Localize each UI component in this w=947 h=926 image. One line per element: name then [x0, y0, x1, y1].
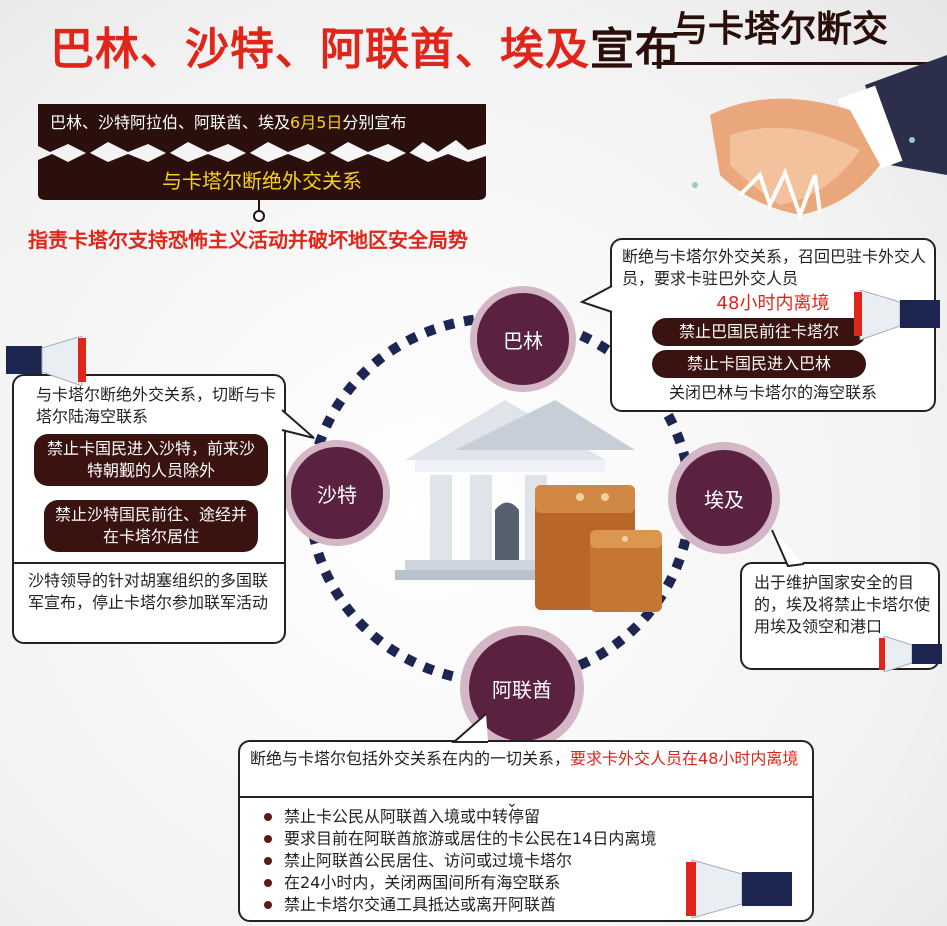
bahrain-pill-1: 禁止巴国民前往卡塔尔 [652, 318, 866, 346]
megaphone-icon [854, 290, 940, 340]
chevron-down-icon: ⌄ [506, 795, 518, 811]
country-bahrain-label: 巴林 [477, 293, 569, 385]
saudi-pill-1: 禁止卡国民进入沙特，前来沙特朝觐的人员除外 [34, 434, 268, 486]
bahrain-pill-2: 禁止卡国民进入巴林 [652, 350, 866, 378]
banner-line2: 与卡塔尔断绝外交关系 [162, 169, 362, 193]
uae-bubble-tail [451, 713, 488, 743]
list-item: 要求目前在阿联酋旅游或居住的卡公民在14日内离境 [260, 828, 800, 850]
saudi-pill-2: 禁止沙特国民前往、途经并在卡塔尔居住 [44, 500, 258, 552]
page-title: 巴林、沙特、阿联酋、埃及宣布 [50, 20, 680, 80]
title-announce: 宣布 [590, 24, 680, 75]
egypt-bubble-tail [771, 529, 805, 568]
country-bahrain: 巴林 [470, 286, 576, 392]
saudi-bubble-tail [281, 409, 315, 439]
bahrain-main-text: 断绝与卡塔尔外交关系，召回巴驻卡外交人员，要求卡驻巴外交人员 [622, 247, 927, 288]
egypt-text: 出于维护国家安全的目的，埃及将禁止卡塔尔使用埃及领空和港口 [754, 573, 931, 636]
government-building-icon [395, 400, 635, 580]
country-saudi-label: 沙特 [291, 447, 383, 539]
list-item: 在24小时内，关闭两国间所有海空联系 [260, 872, 800, 894]
uae-text: 断绝与卡塔尔包括外交关系在内的一切关系，要求卡外交人员在48小时内离境 [250, 748, 800, 770]
title-tag-underline [652, 62, 942, 65]
uae-bullet-list: 禁止卡公民从阿联酋入境或中转停留 要求目前在阿联酋旅游或居住的卡公民在14日内离… [260, 806, 800, 916]
saudi-measures-box: 与卡塔尔断绝外交关系，切断与卡塔尔陆海空联系 禁止卡国民进入沙特，前来沙特朝觐的… [12, 374, 286, 644]
bahrain-bubble-tail [580, 285, 613, 313]
banner-countries: 巴林、沙特阿拉伯、阿联酋、埃及 [50, 113, 291, 132]
uae-main-text: 断绝与卡塔尔包括外交关系在内的一切关系， [250, 749, 571, 768]
megaphone-icon [686, 859, 792, 919]
country-egypt: 埃及 [668, 442, 780, 554]
handshake-icon [692, 55, 947, 221]
title-tag-text: 与卡塔尔断交 [672, 9, 889, 50]
country-egypt-label: 埃及 [675, 449, 773, 547]
megaphone-icon [6, 336, 86, 386]
bahrain-highlight: 48小时内离境 [716, 293, 830, 314]
banner-connector-dot [253, 210, 265, 222]
list-item: 禁止阿联酋公民居住、访问或过境卡塔尔 [260, 850, 800, 872]
list-item: 禁止卡公民从阿联酋入境或中转停留 [260, 806, 800, 828]
uae-divider [240, 796, 812, 798]
saudi-text: 与卡塔尔断绝外交关系，切断与卡塔尔陆海空联系 [36, 385, 277, 426]
saudi-divider [14, 562, 284, 564]
megaphone-icon [879, 636, 942, 672]
accusation-text: 指责卡塔尔支持恐怖主义活动并破坏地区安全局势 [28, 228, 468, 252]
announcement-banner: 巴林、沙特阿拉伯、阿联酋、埃及6月5日分别宣布 与卡塔尔断绝外交关系 [38, 104, 486, 200]
saudi-footer: 沙特领导的针对胡塞组织的多国联军宣布，停止卡塔尔参加联军活动 [28, 571, 269, 612]
banner-line1: 巴林、沙特阿拉伯、阿联酋、埃及6月5日分别宣布 [50, 112, 406, 134]
banner-announce: 分别宣布 [342, 113, 407, 132]
folder-icon [535, 485, 662, 612]
uae-highlight: 要求卡外交人员在48小时内离境 [570, 749, 799, 768]
banner-date: 6月5日 [290, 113, 343, 132]
banner-connector [258, 198, 260, 212]
banner-shape [38, 104, 486, 200]
bahrain-footer: 关闭巴林与卡塔尔的海空联系 [668, 383, 877, 402]
title-tag: 与卡塔尔断交 [652, 4, 942, 65]
bahrain-text: 断绝与卡塔尔外交关系，召回巴驻卡外交人员，要求卡驻巴外交人员 [622, 246, 928, 290]
country-saudi: 沙特 [284, 440, 390, 546]
title-countries: 巴林、沙特、阿联酋、埃及 [50, 24, 590, 75]
list-item: 禁止卡塔尔交通工具抵达或离开阿联酋 [260, 894, 800, 916]
